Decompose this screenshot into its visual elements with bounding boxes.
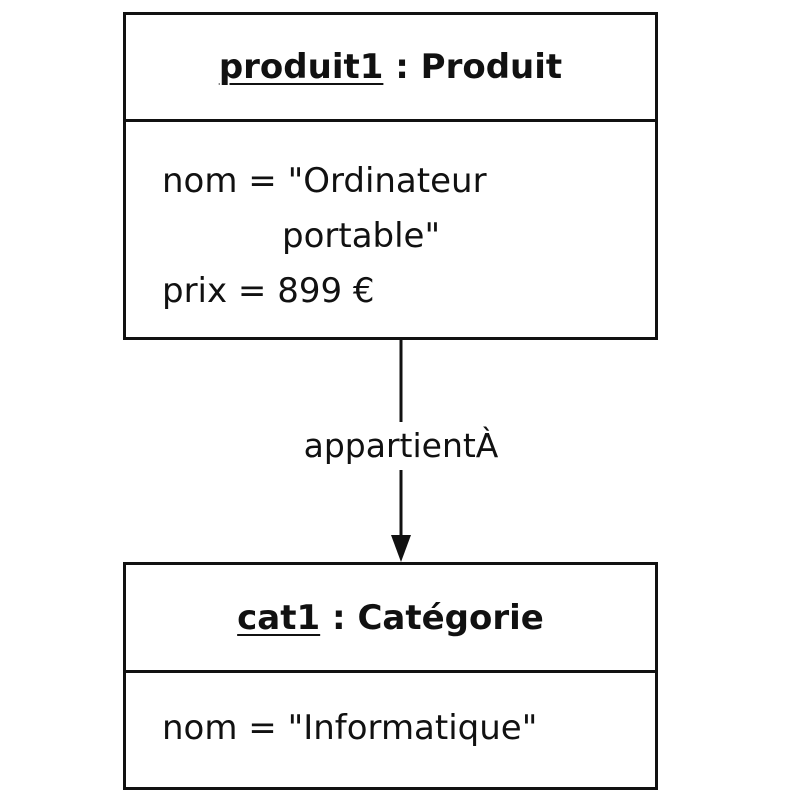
attribute-prix: prix = 899 €	[162, 271, 375, 311]
attribute-nom-line1: nom = "Ordinateur	[162, 161, 487, 201]
object-attributes-produit1: nom = "Ordinateur portable" prix = 899 €	[126, 122, 655, 319]
object-name: cat1	[237, 597, 321, 638]
object-box-cat1[interactable]: cat1 : Catégorie nom = "Informatique"	[123, 562, 658, 790]
object-name: produit1	[218, 47, 384, 87]
object-attributes-cat1: nom = "Informatique"	[126, 673, 655, 756]
object-box-produit1[interactable]: produit1 : Produit nom = "Ordinateur por…	[123, 12, 658, 340]
object-header-cat1: cat1 : Catégorie	[126, 565, 655, 673]
type-separator: :	[320, 597, 358, 638]
attribute-nom: nom = "Informatique"	[162, 708, 538, 748]
object-type: Produit	[420, 47, 563, 87]
type-separator: :	[383, 47, 421, 87]
association-label: appartientÀ	[300, 422, 502, 470]
attribute-nom-line2: portable"	[282, 216, 441, 256]
arrowhead-icon	[391, 535, 411, 562]
object-type: Catégorie	[357, 597, 544, 638]
object-header-produit1: produit1 : Produit	[126, 15, 655, 122]
